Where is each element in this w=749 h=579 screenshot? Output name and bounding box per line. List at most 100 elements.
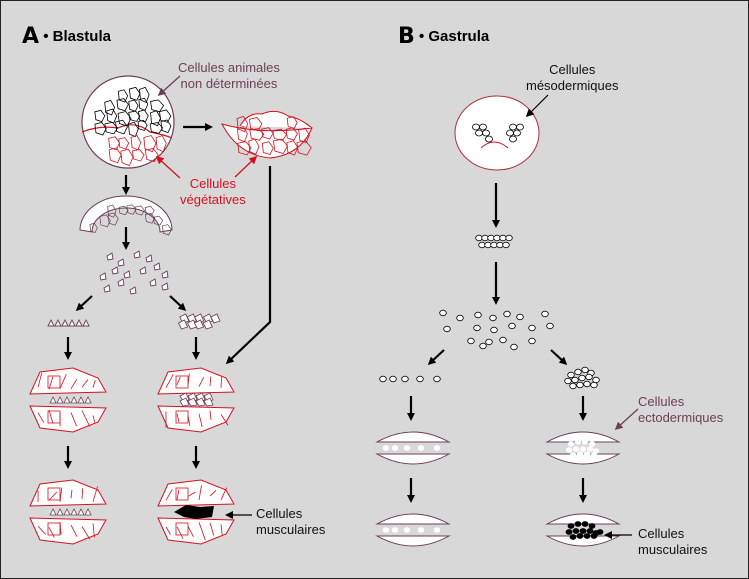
cell-fragment bbox=[106, 252, 114, 261]
animal-cell bbox=[70, 508, 78, 516]
cell bbox=[479, 342, 487, 350]
cell bbox=[565, 529, 573, 535]
cell bbox=[596, 529, 604, 535]
reaggregated-animal-cells bbox=[47, 318, 90, 327]
cell bbox=[509, 123, 517, 131]
cell bbox=[475, 129, 483, 137]
cell bbox=[590, 452, 598, 458]
cell bbox=[590, 381, 598, 389]
cell bbox=[567, 371, 575, 379]
panel-a-letter: A bbox=[22, 24, 40, 49]
cell-fragment bbox=[153, 262, 161, 271]
cell bbox=[574, 368, 582, 376]
label-muscle-cells-b: Cellules musculaires bbox=[638, 526, 707, 558]
dissociated-mesoderm-cells bbox=[439, 309, 554, 351]
animal-cell bbox=[193, 319, 205, 330]
explant-sandwich bbox=[29, 479, 107, 545]
cell bbox=[403, 445, 411, 451]
gastrula-sphere bbox=[454, 95, 540, 171]
cell bbox=[472, 123, 480, 131]
label-pointer bbox=[614, 408, 639, 431]
cell-fragment bbox=[123, 270, 131, 279]
cell bbox=[586, 528, 594, 534]
cell bbox=[583, 380, 591, 388]
cell bbox=[433, 375, 441, 383]
explant-sandwich bbox=[545, 513, 621, 547]
cell bbox=[581, 521, 589, 527]
arrow bbox=[75, 295, 93, 312]
cell bbox=[403, 527, 411, 533]
cell bbox=[401, 375, 409, 383]
explant-sandwich bbox=[157, 367, 235, 433]
arrow bbox=[427, 349, 445, 366]
label-line: ectodermiques bbox=[638, 410, 724, 425]
ectoderm-layer bbox=[375, 453, 451, 465]
cell bbox=[382, 445, 390, 451]
cell bbox=[578, 374, 586, 382]
cell bbox=[510, 343, 518, 351]
label-mesoderm-cells: Cellules mésodermiques bbox=[526, 62, 619, 94]
cell bbox=[574, 521, 582, 527]
ectoderm-layer bbox=[545, 535, 621, 547]
animal-cell bbox=[202, 319, 213, 330]
cell-fragment bbox=[161, 282, 169, 291]
cell-fragment bbox=[103, 284, 111, 293]
label-line: Cellules bbox=[638, 526, 685, 541]
animal-cell bbox=[68, 318, 76, 327]
cell bbox=[416, 375, 424, 383]
label-vegetal-cells: Cellules végétatives bbox=[180, 176, 246, 208]
cell bbox=[576, 451, 584, 457]
label-muscle-cells-a: Cellules musculaires bbox=[256, 506, 325, 538]
label-pointer bbox=[157, 75, 181, 97]
animal-cell bbox=[203, 397, 214, 407]
cell bbox=[379, 375, 387, 383]
cell bbox=[583, 451, 591, 457]
mesoderm-explant bbox=[475, 234, 513, 249]
animal-cap bbox=[79, 195, 173, 236]
cell-fragment bbox=[111, 266, 119, 275]
animal-cell bbox=[187, 397, 198, 407]
explant-sandwich bbox=[545, 431, 621, 465]
animal-cell bbox=[82, 318, 90, 327]
ectoderm-layer bbox=[375, 431, 451, 443]
cell bbox=[503, 310, 511, 318]
label-ectoderm-cells: Cellules ectodermiques bbox=[638, 394, 723, 426]
cell bbox=[502, 241, 510, 249]
cell bbox=[417, 445, 425, 451]
cell bbox=[528, 337, 536, 345]
cell bbox=[585, 373, 593, 381]
cell bbox=[473, 324, 481, 332]
cell bbox=[417, 527, 425, 533]
cell bbox=[572, 528, 580, 534]
cell bbox=[574, 439, 582, 445]
animal-cell bbox=[77, 396, 85, 404]
cell bbox=[433, 527, 441, 533]
label-line: mésodermiques bbox=[526, 78, 619, 93]
animal-cell bbox=[56, 396, 64, 404]
label-pointer bbox=[234, 155, 258, 178]
cell bbox=[579, 528, 587, 534]
cell bbox=[391, 445, 399, 451]
cell bbox=[490, 326, 498, 334]
cell bbox=[443, 325, 451, 333]
cell bbox=[586, 446, 594, 452]
cell bbox=[576, 381, 584, 389]
label-line: Cellules bbox=[638, 394, 685, 409]
cell bbox=[576, 533, 584, 539]
vegetal-cap bbox=[221, 110, 313, 159]
cell bbox=[474, 311, 482, 319]
dispersed-cells-row bbox=[379, 375, 441, 383]
panel-b-letter: B bbox=[398, 24, 415, 49]
arrow bbox=[225, 166, 272, 365]
cell bbox=[391, 527, 399, 533]
animal-cell bbox=[84, 508, 92, 516]
label-line: Cellules bbox=[549, 62, 596, 77]
cell bbox=[516, 123, 524, 131]
label-line: Cellules animales bbox=[178, 60, 280, 75]
label-line: non déterminées bbox=[180, 76, 278, 91]
animal-cell bbox=[195, 397, 206, 407]
cell bbox=[590, 533, 598, 539]
ectoderm-layer bbox=[545, 431, 621, 443]
cell bbox=[541, 310, 549, 318]
muscle-cells bbox=[174, 505, 214, 519]
